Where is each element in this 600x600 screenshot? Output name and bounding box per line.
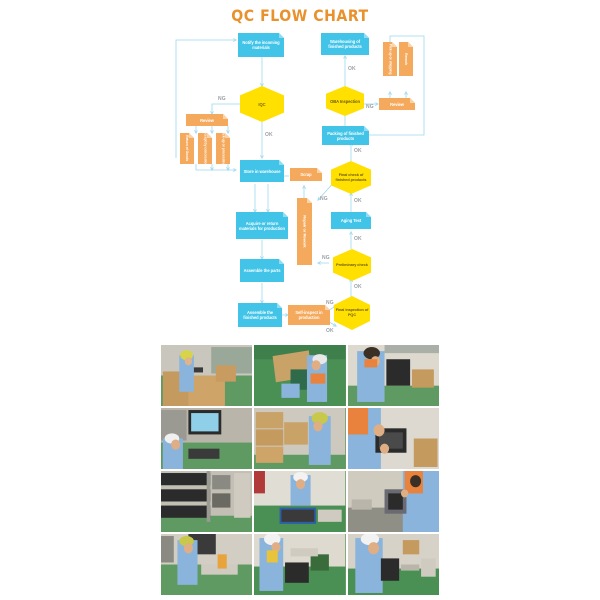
node-label: Notify the incoming materials	[242, 40, 280, 50]
node-label: Self-inspect in production	[295, 310, 323, 320]
flowchart-diagram: Notify the incoming materials IQC NG OK …	[0, 0, 600, 340]
photo-2	[254, 345, 346, 406]
photo-6	[347, 408, 439, 469]
photo-3	[347, 345, 439, 406]
node-store-in-warehouse[interactable]: Store in warehouse	[240, 160, 284, 182]
node-scrap[interactable]: Scrap	[290, 168, 322, 181]
edge-label-aging-ok: OK	[354, 198, 362, 204]
photo-12	[347, 534, 439, 595]
node-label: Pick-up or processing	[221, 131, 226, 166]
photo-4	[161, 408, 253, 469]
node-label: Assemble the finished products	[243, 310, 277, 320]
node-rework-right[interactable]: Rework	[399, 42, 413, 76]
node-label: Rework	[404, 53, 409, 65]
node-review-right[interactable]: Review	[379, 98, 415, 110]
node-label: Final inspection of PQC	[335, 308, 369, 317]
node-return-of-goods[interactable]: Return of Goods	[180, 133, 194, 164]
node-pickup-or-shipping[interactable]: Pick-up or shipping	[383, 42, 397, 76]
node-label: Preliminary check	[336, 262, 368, 267]
photo-7	[161, 471, 253, 532]
page-title: QC FLOW CHART	[231, 6, 369, 25]
node-label: IQC	[258, 101, 266, 107]
photo-5	[254, 408, 346, 469]
node-label: OBA Inspection	[330, 98, 360, 104]
factory-photo-grid	[161, 345, 439, 595]
node-notify-incoming-materials[interactable]: Notify the incoming materials	[238, 33, 284, 57]
edge-label-prelim-ng: NG	[322, 255, 330, 261]
node-label: Store in warehouse	[243, 168, 281, 174]
node-review-left[interactable]: Review	[186, 114, 228, 126]
photo-9	[347, 471, 439, 532]
node-label: Accept by concession	[203, 131, 208, 166]
node-label: Return of Goods	[185, 135, 190, 162]
node-acquire-return-materials[interactable]: Acquire or return materials for producti…	[236, 212, 288, 239]
node-label: Scrap	[300, 172, 312, 177]
photo-1	[161, 345, 253, 406]
node-label: Warehousing of finished products	[328, 39, 362, 49]
node-packing-finished-products[interactable]: Packing of finished products	[322, 126, 369, 145]
node-label: Review	[200, 117, 214, 123]
node-label: Aging Test	[340, 218, 362, 223]
node-label: Assemble the parts	[243, 268, 281, 273]
node-assemble-the-parts[interactable]: Assemble the parts	[240, 259, 284, 282]
edge-label-pqc-ok-up: OK	[354, 284, 362, 290]
node-warehousing-finished-products[interactable]: Warehousing of finished products	[321, 33, 369, 55]
edge-label-final-ok: OK	[354, 148, 362, 154]
node-assemble-finished-products[interactable]: Assemble the finished products	[238, 303, 282, 327]
edge-label-prelim-ok: OK	[354, 236, 362, 242]
node-label: Review	[390, 101, 404, 107]
node-repair-or-rework[interactable]: Repair or Rework	[297, 198, 312, 265]
edge-label-pqc-ok-down: OK	[326, 328, 334, 334]
node-label: Acquire or return materials for producti…	[239, 220, 285, 231]
node-label: Pick-up or shipping	[388, 43, 393, 75]
photo-11	[254, 534, 346, 595]
node-accept-by-concession[interactable]: Accept by concession	[198, 133, 212, 164]
edge-label-final-ng: NG	[320, 196, 328, 202]
node-self-inspect-in-production[interactable]: Self-inspect in production	[288, 305, 330, 325]
edge-label-oba-ok: OK	[348, 66, 356, 72]
node-label: Final check of finished products	[335, 172, 367, 182]
node-label: Packing of finished products	[327, 130, 364, 141]
edge-label-iqc-ng: NG	[218, 96, 226, 102]
photo-8	[254, 471, 346, 532]
node-label: Repair or Rework	[302, 215, 308, 248]
edge-label-iqc-ok: OK	[265, 132, 273, 138]
node-aging-test[interactable]: Aging Test	[331, 212, 371, 229]
flowchart-connectors	[175, 35, 425, 340]
edge-label-pqc-ng: NG	[326, 300, 334, 306]
edge-label-oba-ng: NG	[366, 104, 374, 110]
photo-10	[161, 534, 253, 595]
node-pickup-or-processing[interactable]: Pick-up or processing	[216, 133, 230, 164]
